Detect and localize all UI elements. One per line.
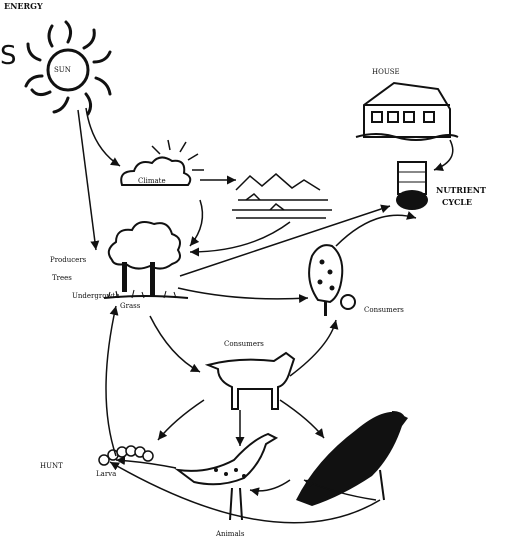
grass-label: Grass [120,302,140,310]
shrub-icon [309,245,355,316]
energy-label: ENERGY [4,2,43,10]
undergrowth-label: Undergrowth [72,292,120,300]
sun-label: SUN [54,66,71,74]
trees-label: Trees [52,274,72,282]
larva-label: Larva [96,470,116,478]
producers-label: Producers [50,256,86,264]
nutrient-cycle-label-2: CYCLE [442,198,472,206]
bottom-label: Animals [216,530,244,538]
house-label: HOUSE [372,68,400,76]
landscape-icon [232,174,332,218]
well-icon [396,162,428,210]
hunt-label: HUNT [40,462,63,470]
sun-edge-label: S [0,52,17,60]
trees-icon [104,222,188,298]
nutrient-cycle-label-1: NUTRIENT [436,186,486,194]
house-icon [356,83,458,140]
consumers-mid-label: Consumers [224,340,264,348]
consumers-right-label: Consumers [364,306,404,314]
climate-label: Climate [138,177,166,185]
bird-icon [178,434,276,520]
